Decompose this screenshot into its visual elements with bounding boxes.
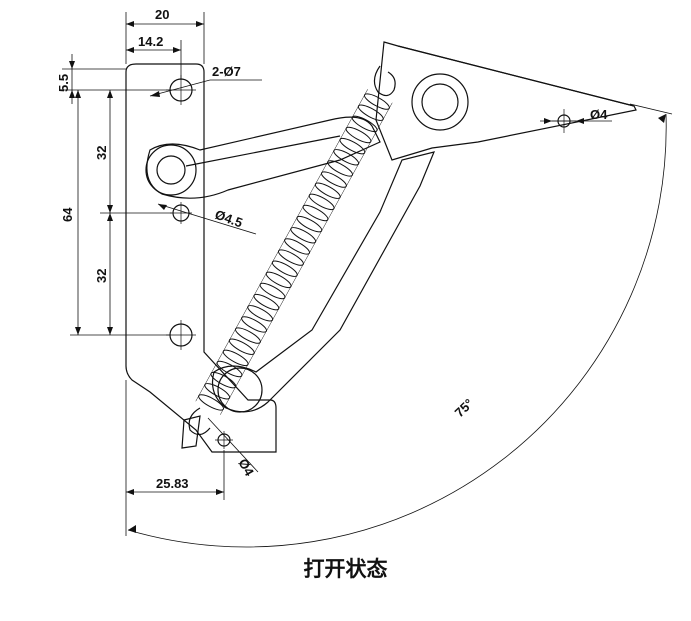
spring-coil xyxy=(357,104,384,121)
spring-coil xyxy=(333,149,360,166)
spring-coil xyxy=(247,305,274,322)
spring-coil xyxy=(222,349,249,367)
dim-bottom-hole: Ø4 xyxy=(235,456,257,479)
lower-link-boss xyxy=(217,367,263,413)
spring-coil xyxy=(204,383,231,400)
dim-upper-spacing: 32 xyxy=(94,146,109,160)
spring-coil xyxy=(339,137,366,155)
spring-coil xyxy=(327,160,353,177)
lower-link-arm xyxy=(211,151,436,413)
spring-coil xyxy=(308,193,335,211)
diagram-caption: 打开状态 xyxy=(303,557,388,581)
bracket-boss-inner xyxy=(421,83,459,121)
spring-coil xyxy=(302,204,329,222)
spring-coil xyxy=(241,316,267,333)
spring-coil xyxy=(198,394,224,411)
spring-coil xyxy=(278,249,304,266)
dim-lower-spacing: 32 xyxy=(94,269,109,283)
dim-overall-width: 20 xyxy=(155,7,169,22)
spring-coil xyxy=(265,271,292,289)
spring-coil xyxy=(290,227,317,244)
mounting-plate-outline xyxy=(125,63,277,453)
dim-hole-offset-x: 14.2 xyxy=(138,34,163,49)
dim-arm-hole: Ø4 xyxy=(590,107,608,122)
bracket-boss-outer xyxy=(411,73,469,131)
dim-hole-callout: 2-Ø7 xyxy=(212,64,241,79)
dim-angle: 75° xyxy=(452,396,477,420)
spring-coil xyxy=(351,115,378,133)
spring-coil xyxy=(253,293,280,311)
spring-coil xyxy=(321,171,347,188)
lid-bracket xyxy=(375,41,637,161)
spring-bottom-tab xyxy=(181,415,201,449)
spring-coil xyxy=(216,360,243,378)
spring-coil xyxy=(296,215,323,233)
spring-coil xyxy=(345,126,372,144)
spring-coil xyxy=(271,260,298,277)
spring-bottom-hook xyxy=(188,407,211,436)
tension-spring xyxy=(195,89,393,415)
dim-total-spacing: 64 xyxy=(60,207,75,222)
arm-pivot-boss xyxy=(145,144,197,196)
spring-coil xyxy=(210,371,237,389)
spring-coil xyxy=(259,282,286,300)
spring-coil xyxy=(314,182,341,199)
dim-top-offset: 5.5 xyxy=(56,74,71,92)
dim-bottom-offset-x: 25.83 xyxy=(156,476,189,491)
spring-coil xyxy=(228,338,255,355)
spring-rail xyxy=(220,102,393,415)
arm-pivot-hole xyxy=(156,155,186,185)
upper-link-arm xyxy=(146,116,381,199)
spring-coil xyxy=(364,93,390,110)
spring-coil xyxy=(284,238,310,255)
spring-rail xyxy=(195,89,368,402)
spring-coil xyxy=(235,327,261,344)
dim-pivot-hole: Ø4.5 xyxy=(213,207,245,231)
spring-top-hook xyxy=(373,65,396,97)
